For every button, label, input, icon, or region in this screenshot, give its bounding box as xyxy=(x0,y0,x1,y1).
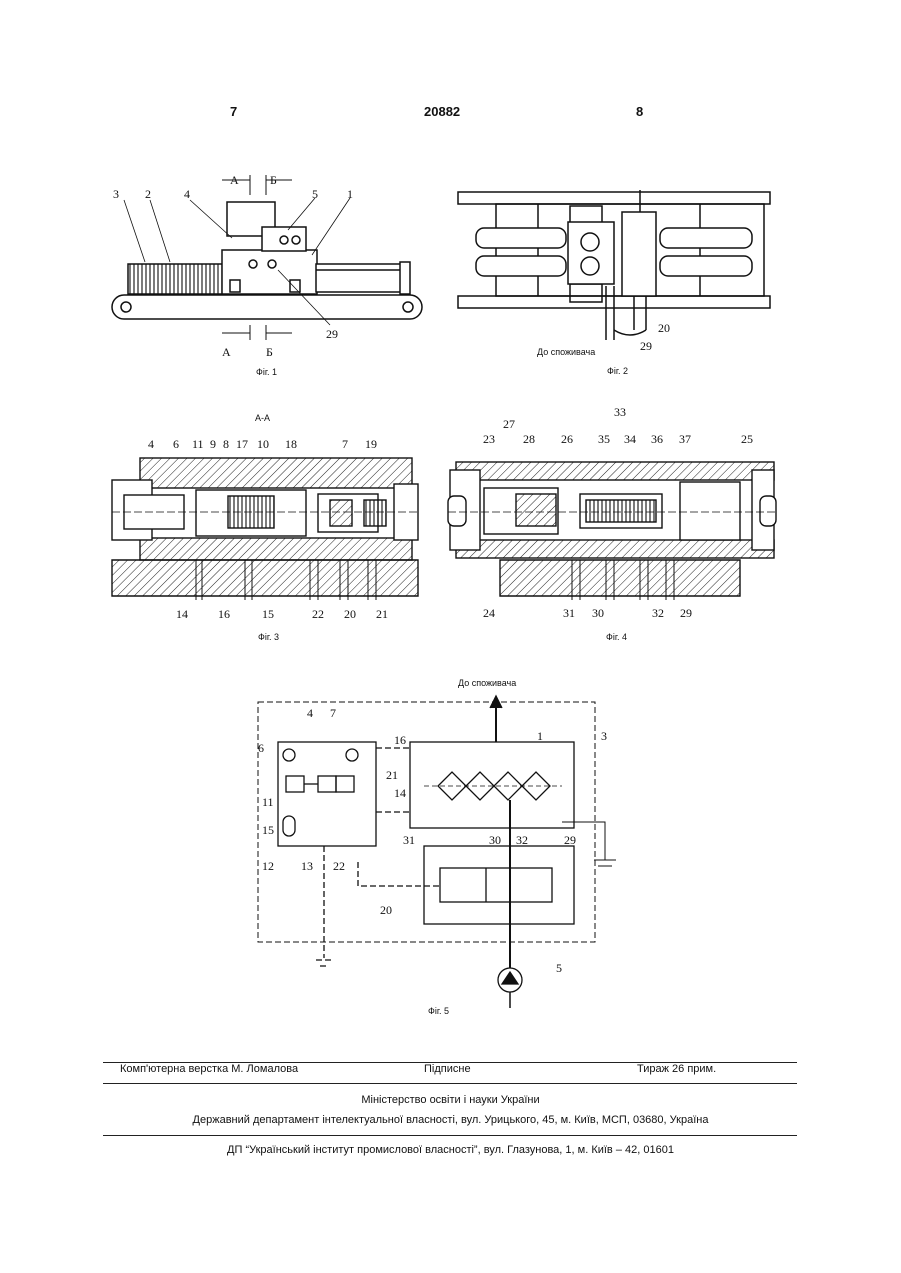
department-address: Державний департамент інтелектуальної вл… xyxy=(0,1114,901,1126)
fig1-section: Б xyxy=(270,173,277,187)
circulation: Тираж 26 прим. xyxy=(637,1063,716,1075)
fig1-caption: Фіг. 1 xyxy=(256,367,277,377)
fig1-label: 1 xyxy=(347,187,353,201)
fig5-label: 29 xyxy=(564,833,576,847)
figure-5-labels: До споживача 4 7 16 1 3 6 21 14 11 15 12… xyxy=(258,678,607,1016)
fig2-label: 29 xyxy=(640,339,652,353)
fig4-label: 34 xyxy=(624,432,636,446)
fig5-label: 15 xyxy=(262,823,274,837)
footer-rule-middle xyxy=(103,1083,797,1084)
fig3-label: 20 xyxy=(344,607,356,621)
figure-4 xyxy=(448,462,776,600)
fig1-label: 5 xyxy=(312,187,318,201)
fig5-label: 12 xyxy=(262,859,274,873)
fig5-label: 1 xyxy=(537,729,543,743)
fig3-label: 7 xyxy=(342,437,348,451)
fig5-label: 13 xyxy=(301,859,313,873)
fig5-label: 11 xyxy=(262,795,274,809)
fig3-label: 4 xyxy=(148,437,154,451)
fig5-label: 6 xyxy=(258,741,264,755)
fig3-label: 8 xyxy=(223,437,229,451)
fig3-label: 9 xyxy=(210,437,216,451)
figure-3 xyxy=(112,458,418,600)
fig4-label: 36 xyxy=(651,432,663,446)
fig5-caption: Фіг. 5 xyxy=(428,1006,449,1016)
fig4-label: 31 xyxy=(563,606,575,620)
ministry-name: Міністерство освіти і науки України xyxy=(0,1094,901,1106)
fig3-label: 11 xyxy=(192,437,204,451)
fig3-label: 6 xyxy=(173,437,179,451)
fig1-label: 2 xyxy=(145,187,151,201)
fig3-label: 19 xyxy=(365,437,377,451)
fig4-label: 28 xyxy=(523,432,535,446)
fig5-label: 4 xyxy=(307,706,313,720)
fig5-label: 32 xyxy=(516,833,528,847)
fig3-label: 22 xyxy=(312,607,324,621)
fig4-caption: Фіг. 4 xyxy=(606,632,627,642)
fig4-label: 26 xyxy=(561,432,573,446)
figure-1 xyxy=(112,175,422,340)
fig3-label: 16 xyxy=(218,607,230,621)
figure-5 xyxy=(258,696,616,1008)
figure-2 xyxy=(458,190,770,340)
fig2-label: 20 xyxy=(658,321,670,335)
fig4-label: 27 xyxy=(503,417,515,431)
fig1-section: Б xyxy=(266,345,273,359)
fig3-label: 10 xyxy=(257,437,269,451)
fig1-label: 29 xyxy=(326,327,338,341)
fig1-label: 3 xyxy=(113,187,119,201)
fig4-label: 30 xyxy=(592,606,604,620)
fig4-label: 29 xyxy=(680,606,692,620)
fig5-consumer: До споживача xyxy=(458,678,516,688)
fig4-label: 25 xyxy=(741,432,753,446)
fig1-section: А xyxy=(230,173,239,187)
typesetting-credit: Комп'ютерна верстка М. Ломалова xyxy=(120,1063,298,1075)
fig4-label: 23 xyxy=(483,432,495,446)
fig3-label: 14 xyxy=(176,607,188,621)
fig5-label: 16 xyxy=(394,733,406,747)
footer-rule-bottom xyxy=(103,1135,797,1136)
fig3-caption: Фіг. 3 xyxy=(258,632,279,642)
fig2-caption: Фіг. 2 xyxy=(607,366,628,376)
fig5-label: 14 xyxy=(394,786,406,800)
figure-2-labels: 20 29 До споживача Фіг. 2 xyxy=(537,321,670,376)
fig4-label: 32 xyxy=(652,606,664,620)
fig1-section: А xyxy=(222,345,231,359)
fig5-label: 5 xyxy=(556,961,562,975)
fig3-label: 18 xyxy=(285,437,297,451)
fig3-section-title: А-А xyxy=(255,413,270,423)
signed-label: Підписне xyxy=(424,1063,471,1075)
fig5-label: 30 xyxy=(489,833,501,847)
fig2-consumer: До споживача xyxy=(537,347,595,357)
fig3-label: 21 xyxy=(376,607,388,621)
fig4-label: 24 xyxy=(483,606,495,620)
fig1-label: 4 xyxy=(184,187,190,201)
fig4-label: 37 xyxy=(679,432,691,446)
fig5-label: 21 xyxy=(386,768,398,782)
fig4-label: 35 xyxy=(598,432,610,446)
fig3-label: 17 xyxy=(236,437,248,451)
fig5-label: 22 xyxy=(333,859,345,873)
fig4-label: 33 xyxy=(614,405,626,419)
institute-address: ДП “Український інститут промислової вла… xyxy=(0,1144,901,1156)
fig5-label: 20 xyxy=(380,903,392,917)
fig5-label: 7 xyxy=(330,706,336,720)
fig5-label: 31 xyxy=(403,833,415,847)
fig5-label: 3 xyxy=(601,729,607,743)
fig3-label: 15 xyxy=(262,607,274,621)
